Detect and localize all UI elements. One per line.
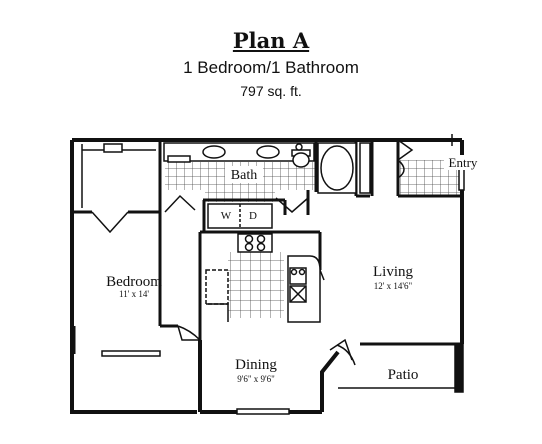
kitchen <box>205 233 321 323</box>
plan-subtitle: 1 Bedroom/1 Bathroom <box>183 58 359 77</box>
dining-dimensions: 9'6" x 9'6" <box>237 374 275 384</box>
windows <box>101 159 465 415</box>
plan-area: 797 sq. ft. <box>240 83 302 99</box>
plan-title: Plan A <box>232 28 310 53</box>
bedroom-dimensions: 11' x 14' <box>119 289 149 299</box>
bath-label: Bath <box>231 168 257 183</box>
living-dimensions: 12' x 14'6" <box>374 281 413 291</box>
washer-label: W <box>221 210 232 222</box>
entry-label: Entry <box>449 155 478 170</box>
bedroom-closet <box>81 143 156 208</box>
patio-label: Patio <box>388 367 419 383</box>
plan-header: Plan A 1 Bedroom/1 Bathroom 797 sq. ft. <box>0 28 542 102</box>
bedroom-label: Bedroom <box>106 274 162 290</box>
living-label: Living <box>373 264 413 280</box>
dining-label: Dining <box>235 357 277 373</box>
patio-area <box>338 134 464 393</box>
bathroom-fixtures <box>163 142 371 194</box>
bath-label-bg <box>225 166 263 183</box>
entry-label-bg <box>444 155 482 170</box>
laundry-closet <box>207 203 273 229</box>
dryer-label: D <box>249 210 257 222</box>
tiled-floors <box>165 160 460 318</box>
